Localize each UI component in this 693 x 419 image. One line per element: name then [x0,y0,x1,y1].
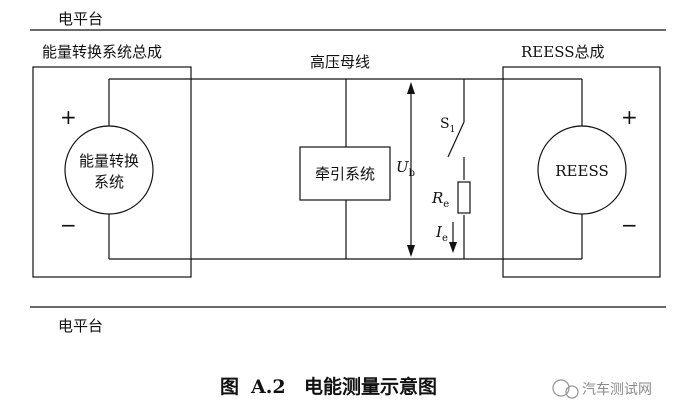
energy-device-label-line2: 系统 [94,173,124,191]
current-label: Ie [435,223,448,244]
hv-bus-label: 高压母线 [310,53,370,71]
resistor-label: Re [431,189,449,210]
voltage-arrow [407,82,415,257]
energy-device-circle [64,125,154,215]
energy-assembly-box [32,66,192,278]
watermark-text: 汽车测试网 [582,381,652,398]
traction-system-label: 牵引系统 [315,165,375,183]
resistor-re [457,181,471,214]
reess-assembly-box [502,66,661,278]
switch-label: S1 [440,116,455,135]
figure-caption-prefix: 图 [220,376,239,398]
reess-plus-sign: + [621,105,638,129]
watermark: 汽车测试网 [552,379,652,399]
energy-device-label-line1: 能量转换 [79,152,139,170]
hv-bus-wires [108,78,583,260]
voltage-label: Ub [396,158,415,179]
chassis-label-top: 电平台 [58,10,103,28]
traction-system-box [299,146,391,201]
watermark-logo-icon [552,379,579,399]
energy-assembly-label: 能量转换系统总成 [42,43,162,61]
figure-caption-number: A.2 [250,376,286,398]
current-arrow [449,222,457,253]
reess-minus-sign: − [621,213,638,237]
reess-assembly-label: REESS总成 [521,43,604,61]
figure-caption-title: 电能测量示意图 [304,375,437,398]
chassis-label-bottom: 电平台 [58,317,103,335]
switch-s1-blade [447,121,465,158]
energy-minus-sign: − [60,213,77,237]
energy-plus-sign: + [60,105,77,129]
reess-device-label: REESS [555,162,608,180]
